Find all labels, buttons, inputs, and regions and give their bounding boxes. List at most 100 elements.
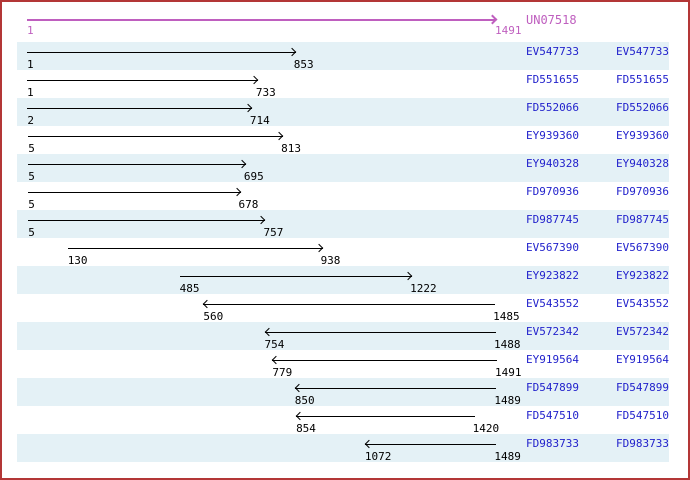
alignment-start-coord: 2	[27, 114, 34, 127]
alignment-end-coord: 938	[320, 254, 341, 267]
accession-link-secondary[interactable]: EY923822	[616, 269, 669, 282]
alignment-start-coord: 5	[28, 142, 35, 155]
alignment-end-coord: 1489	[494, 394, 521, 407]
accession-link-secondary[interactable]: EY940328	[616, 157, 669, 170]
accession-link-secondary[interactable]: EV543552	[616, 297, 669, 310]
accession-link-secondary[interactable]: FD551655	[616, 73, 669, 86]
alignment-start-coord: 854	[296, 422, 316, 435]
alignment-row: 485 1222 EY923822 EY923822	[17, 266, 669, 294]
alignment-start-coord: 560	[203, 310, 224, 323]
alignment-arrow-line	[364, 444, 497, 445]
alignment-arrowhead-right-icon	[232, 187, 241, 197]
alignment-row: 850 1489 FD547899 FD547899	[17, 378, 669, 406]
accession-link[interactable]: EY919564	[526, 353, 579, 366]
accession-link[interactable]: EY923822	[526, 269, 579, 282]
alignment-end-coord: 714	[249, 114, 270, 127]
alignment-row: 779 1491 EY919564 EY919564	[17, 350, 669, 378]
alignment-row: 5 757 FD987745 FD987745	[17, 210, 669, 238]
alignment-end-coord: 678	[238, 198, 259, 211]
alignment-arrowhead-left-icon	[203, 299, 212, 309]
alignment-arrowhead-right-icon	[403, 271, 413, 281]
reference-arrow-line	[27, 19, 495, 21]
alignment-start-coord: 754	[264, 338, 285, 351]
alignment-arrowhead-left-icon	[294, 383, 304, 393]
alignment-arrow-line	[27, 52, 296, 53]
alignment-row: 560 1485 EV543552 EV543552	[17, 294, 669, 322]
accession-link-secondary[interactable]: EY939360	[616, 129, 669, 142]
alignment-arrow-line	[294, 388, 497, 389]
accession-link-secondary[interactable]: FD983733	[616, 437, 669, 450]
alignment-start-coord: 485	[179, 282, 200, 295]
alignment-end-coord: 1491	[495, 366, 522, 379]
alignment-end-coord: 733	[255, 86, 276, 99]
accession-link-secondary[interactable]: EY919564	[616, 353, 669, 366]
alignment-end-coord: 1222	[410, 282, 437, 295]
alignment-start-coord: 130	[67, 254, 88, 267]
accession-link[interactable]: EV572342	[526, 325, 579, 338]
alignment-arrow-line	[27, 80, 258, 81]
alignment-arrow-line	[28, 192, 241, 193]
alignment-start-coord: 1072	[364, 450, 392, 463]
alignment-row: 5 695 EY940328 EY940328	[17, 154, 669, 182]
alignment-arrowhead-left-icon	[295, 411, 305, 421]
accession-link-secondary[interactable]: FD547899	[616, 381, 669, 394]
alignment-row: 1072 1489 FD983733 FD983733	[17, 434, 669, 462]
alignment-end-coord: 1489	[494, 450, 521, 463]
reference-name-link[interactable]: UN07518	[526, 13, 577, 27]
accession-link[interactable]: FD552066	[526, 101, 579, 114]
alignment-arrowhead-left-icon	[264, 327, 273, 337]
accession-link[interactable]: EV543552	[526, 297, 579, 310]
accession-link[interactable]: FD987745	[526, 213, 579, 226]
accession-link-secondary[interactable]: FD552066	[616, 101, 669, 114]
alignment-arrowhead-right-icon	[287, 47, 296, 57]
alignment-arrow-line	[296, 416, 475, 417]
alignment-arrow-line	[28, 164, 246, 165]
accession-link-secondary[interactable]: EV567390	[616, 241, 669, 254]
alignment-end-coord: 1485	[493, 310, 520, 323]
accession-link[interactable]: FD547899	[526, 381, 579, 394]
alignment-start-coord: 1	[27, 58, 34, 71]
accession-link[interactable]: FD970936	[526, 185, 579, 198]
accession-link-secondary[interactable]: FD547510	[616, 409, 669, 422]
alignment-arrowhead-right-icon	[314, 243, 323, 253]
alignment-arrowhead-right-icon	[243, 103, 253, 113]
accession-link-secondary[interactable]: EV547733	[616, 45, 669, 58]
reference-start-coord: 1	[27, 24, 34, 37]
alignment-arrow-line	[27, 108, 252, 109]
alignment-start-coord: 850	[294, 394, 315, 407]
alignment-end-coord: 695	[243, 170, 264, 183]
reference-end-coord: 1491	[495, 24, 522, 37]
alignment-start-coord: 1	[27, 86, 34, 99]
alignment-arrow-line	[28, 220, 266, 221]
reference-arrowhead-right-icon	[487, 14, 498, 25]
alignment-row: 5 678 FD970936 FD970936	[17, 182, 669, 210]
alignment-row: 2 714 FD552066 FD552066	[17, 98, 669, 126]
alignment-start-coord: 779	[272, 366, 293, 379]
alignment-row: 854 1420 FD547510 FD547510	[17, 406, 669, 434]
alignment-start-coord: 5	[28, 198, 35, 211]
accession-link-secondary[interactable]: EV572342	[616, 325, 669, 338]
alignment-arrow-line	[272, 360, 497, 361]
alignment-start-coord: 5	[28, 226, 35, 239]
accession-link[interactable]: EV547733	[526, 45, 579, 58]
alignment-end-coord: 1420	[472, 422, 500, 435]
accession-link-secondary[interactable]: FD987745	[616, 213, 669, 226]
alignment-arrowhead-left-icon	[272, 355, 281, 365]
accession-link-secondary[interactable]: FD970936	[616, 185, 669, 198]
alignment-arrowhead-right-icon	[257, 215, 266, 225]
accession-link[interactable]: FD547510	[526, 409, 579, 422]
alignment-arrowhead-right-icon	[274, 131, 284, 141]
accession-link[interactable]: EY939360	[526, 129, 579, 142]
alignment-arrowhead-left-icon	[364, 439, 374, 449]
accession-link[interactable]: FD551655	[526, 73, 579, 86]
alignment-arrow-line	[28, 136, 284, 137]
accession-link[interactable]: EV567390	[526, 241, 579, 254]
accession-link[interactable]: FD983733	[526, 437, 579, 450]
accession-link[interactable]: EY940328	[526, 157, 579, 170]
alignment-arrow-line	[67, 248, 323, 249]
alignment-arrow-line	[264, 332, 497, 333]
alignment-end-coord: 853	[293, 58, 314, 71]
alignment-end-coord: 813	[281, 142, 301, 155]
alignment-row: 1 853 EV547733 EV547733	[17, 42, 669, 70]
